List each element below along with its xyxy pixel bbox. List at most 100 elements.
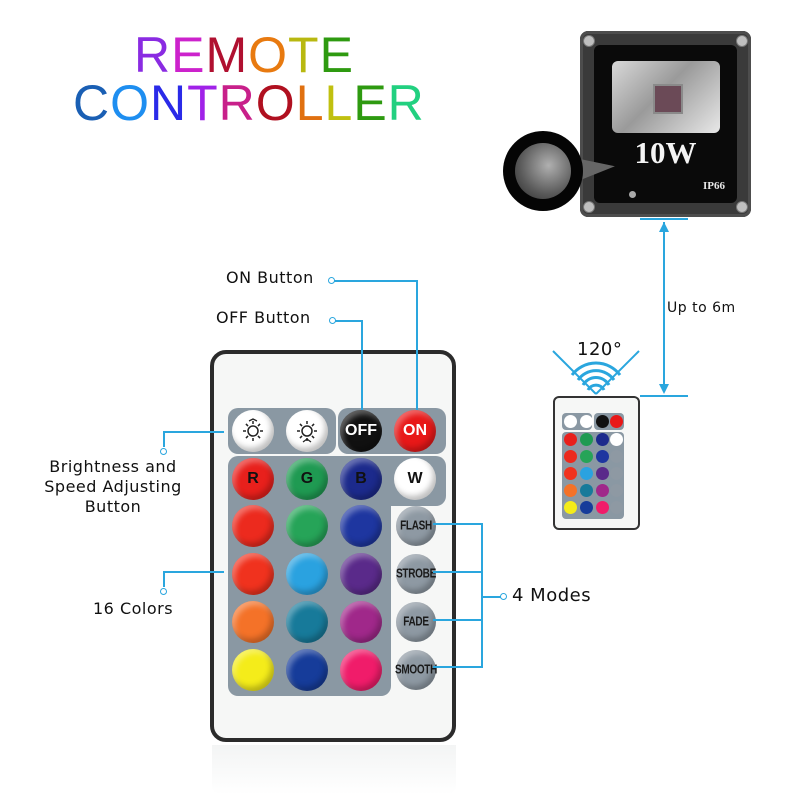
red-button[interactable]: R bbox=[232, 458, 274, 500]
brightness-label-line: Brightness and bbox=[49, 457, 177, 476]
color-button[interactable] bbox=[286, 649, 328, 691]
mini-color-button bbox=[564, 484, 577, 497]
blue-button[interactable]: B bbox=[340, 458, 382, 500]
callout-line bbox=[163, 431, 165, 447]
screw-icon bbox=[583, 35, 595, 47]
color-button[interactable] bbox=[232, 505, 274, 547]
title-letter: T bbox=[187, 75, 219, 131]
callout-line bbox=[361, 320, 363, 410]
callout-line bbox=[483, 596, 501, 598]
brightness-label: Brightness and Speed Adjusting Button bbox=[28, 457, 198, 517]
mini-color-button bbox=[580, 450, 593, 463]
brightness-down-button[interactable] bbox=[286, 410, 328, 452]
color-button[interactable] bbox=[286, 601, 328, 643]
mini-color-button bbox=[596, 484, 609, 497]
remote-controller: OFF ON R G B W FLASH STROBE FADE SMOOTH bbox=[210, 350, 456, 742]
signal-waves-icon bbox=[552, 350, 640, 395]
arrow-down-icon bbox=[659, 384, 669, 394]
color-button[interactable] bbox=[286, 505, 328, 547]
mini-mode-button bbox=[610, 450, 623, 463]
mini-off-button bbox=[596, 415, 609, 428]
title-letter: O bbox=[110, 75, 151, 131]
mini-mode-button bbox=[610, 501, 623, 514]
screw-icon bbox=[583, 201, 595, 213]
title-letter: M bbox=[205, 27, 249, 83]
mode-button-strobe[interactable]: STROBE bbox=[396, 554, 436, 594]
title-line-2: CONTROLLER bbox=[73, 78, 425, 128]
callout-line bbox=[335, 320, 363, 322]
color-button[interactable] bbox=[340, 553, 382, 595]
ip-rating-label: IP66 bbox=[703, 180, 725, 192]
screw-icon bbox=[736, 35, 748, 47]
green-button[interactable]: G bbox=[286, 458, 328, 500]
color-button[interactable] bbox=[232, 601, 274, 643]
mini-mode-button bbox=[610, 467, 623, 480]
callout-line bbox=[433, 666, 483, 668]
title-letter: R bbox=[218, 75, 256, 131]
title-letter: R bbox=[387, 75, 425, 131]
title-letter: O bbox=[248, 27, 289, 83]
title-letter: E bbox=[171, 27, 206, 83]
color-button[interactable] bbox=[340, 601, 382, 643]
color-button[interactable] bbox=[340, 649, 382, 691]
title-line-1: REMOTE bbox=[134, 30, 354, 80]
callout-line bbox=[163, 571, 165, 587]
mini-brightness-up-button bbox=[564, 415, 577, 428]
mini-color-button bbox=[580, 467, 593, 480]
mode-button-fade[interactable]: FADE bbox=[396, 602, 436, 642]
mode-button-flash-label: FLASH bbox=[400, 519, 432, 533]
title-letter: T bbox=[288, 27, 320, 83]
mini-on-button bbox=[610, 415, 623, 428]
range-bottom-tick bbox=[640, 395, 688, 397]
remote-reflection bbox=[212, 745, 456, 795]
callout-dot bbox=[160, 588, 167, 595]
sensor-closeup bbox=[515, 143, 571, 199]
callout-line bbox=[164, 431, 224, 433]
color-button[interactable] bbox=[286, 553, 328, 595]
off-button[interactable]: OFF bbox=[340, 410, 382, 452]
white-button[interactable]: W bbox=[394, 458, 436, 500]
on-button-label: ON Button bbox=[226, 268, 314, 287]
mode-button-strobe-label: STROBE bbox=[396, 567, 436, 581]
mode-button-smooth-label: SMOOTH bbox=[394, 663, 438, 677]
on-button[interactable]: ON bbox=[394, 410, 436, 452]
brightness-label-line: Button bbox=[84, 497, 142, 516]
mode-button-smooth[interactable]: SMOOTH bbox=[394, 650, 438, 690]
range-top-tick bbox=[640, 218, 688, 220]
off-button-label: OFF bbox=[345, 422, 377, 439]
mini-color-button bbox=[596, 501, 609, 514]
mini-color-button bbox=[564, 467, 577, 480]
mini-white-button bbox=[610, 433, 623, 446]
range-arrows bbox=[659, 222, 669, 394]
callout-line bbox=[334, 280, 418, 282]
brightness-down-icon bbox=[297, 421, 317, 443]
callout-line bbox=[416, 280, 418, 410]
modes-label-text: 4 Modes bbox=[512, 585, 592, 606]
range-line bbox=[663, 222, 665, 392]
mini-color-button bbox=[596, 467, 609, 480]
color-button[interactable] bbox=[340, 505, 382, 547]
color-button[interactable] bbox=[232, 553, 274, 595]
sensor-magnifier bbox=[503, 131, 583, 211]
mini-color-button bbox=[580, 501, 593, 514]
callout-line bbox=[433, 523, 483, 525]
mini-brightness-down-button bbox=[580, 415, 593, 428]
mode-button-flash[interactable]: FLASH bbox=[396, 506, 436, 546]
brightness-up-button[interactable] bbox=[232, 410, 274, 452]
title-letter: R bbox=[134, 27, 172, 83]
title-letter: C bbox=[73, 75, 111, 131]
title-letter: E bbox=[319, 27, 354, 83]
led-chip bbox=[653, 84, 683, 114]
title-letter: O bbox=[255, 75, 296, 131]
white-button-label: W bbox=[407, 470, 423, 487]
arrow-up-icon bbox=[659, 222, 669, 232]
callout-dot bbox=[160, 448, 167, 455]
led-lens bbox=[612, 61, 720, 133]
mini-color-button bbox=[596, 450, 609, 463]
mini-mode-button bbox=[610, 484, 623, 497]
callout-dot bbox=[500, 593, 507, 600]
color-button[interactable] bbox=[232, 649, 274, 691]
mode-button-fade-label: FADE bbox=[403, 615, 429, 629]
red-button-label: R bbox=[247, 470, 259, 487]
green-button-label: G bbox=[300, 470, 314, 487]
